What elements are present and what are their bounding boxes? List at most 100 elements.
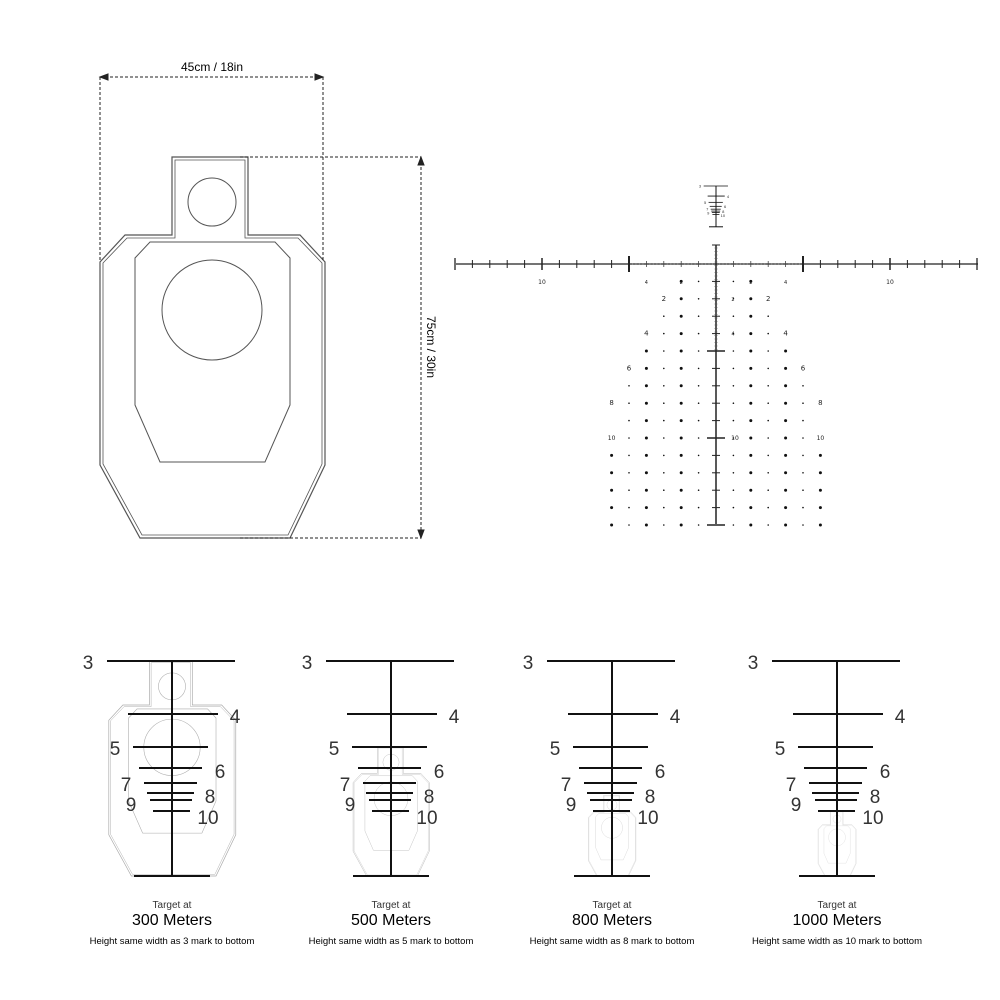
vertical-mil-label: 4 (731, 332, 734, 338)
holdover-dot (679, 384, 683, 388)
sub-tick-dot (642, 263, 644, 265)
holdover-dot (610, 523, 614, 527)
holdover-dot (749, 297, 753, 301)
holdover-dot (749, 488, 753, 492)
holdover-dot (749, 506, 753, 510)
holdover-dot (732, 402, 735, 405)
holdover-dot (697, 489, 700, 492)
holdover-dot (697, 280, 700, 283)
holdover-dot (767, 506, 769, 509)
holdover-dot (663, 385, 665, 387)
holdover-dot (628, 489, 630, 492)
stadia-label-4: 4 (727, 194, 730, 199)
sub-tick-dot (684, 263, 686, 265)
stadia-label-8: 8 (722, 209, 725, 214)
holdover-dot (784, 419, 788, 423)
holdover-dot (767, 367, 769, 370)
holdover-dot (802, 402, 804, 405)
holdover-dot (644, 506, 648, 510)
horizontal-mil-label: 4 (784, 280, 787, 286)
grid-row-label: 10 (817, 435, 825, 442)
horizontal-mil-label: 10 (538, 279, 546, 286)
holdover-dot (732, 419, 735, 422)
holdover-dot (802, 437, 804, 439)
holdover-dot (644, 523, 648, 527)
holdover-dot (732, 524, 735, 526)
stadia-label-6: 6 (880, 762, 891, 783)
holdover-dot (767, 419, 769, 422)
holdover-dot (784, 401, 788, 405)
stadia-label-7: 7 (706, 207, 709, 212)
grid-row-label: 8 (609, 399, 613, 407)
holdover-dot (784, 488, 788, 492)
holdover-dot (610, 488, 614, 492)
holdover-dot (697, 385, 700, 387)
stadia-label-9: 9 (707, 211, 710, 216)
holdover-dot (749, 453, 753, 457)
holdover-dot (644, 453, 648, 457)
holdover-dot (644, 349, 648, 353)
sub-tick-dot (764, 263, 766, 265)
holdover-dot (663, 472, 665, 474)
stadia-label-8: 8 (205, 787, 216, 808)
holdover-dot (628, 402, 630, 405)
holdover-dot (749, 419, 753, 423)
sub-tick-dot (798, 263, 801, 265)
holdover-dot (697, 367, 700, 370)
holdover-dot (818, 523, 822, 527)
sub-tick-dot (631, 263, 634, 265)
sub-tick-dot (788, 263, 790, 265)
holdover-dot (818, 506, 822, 510)
holdover-dot (732, 332, 735, 335)
holdover-dot (679, 332, 683, 336)
holdover-dot (818, 471, 822, 475)
sub-tick-dot (760, 263, 762, 265)
sub-tick-dot (687, 263, 689, 265)
width-dimension (98, 73, 325, 262)
vertical-mil-label: 10 (731, 435, 739, 442)
height-dimension (240, 155, 425, 540)
caption-distance: 800 Meters (571, 912, 653, 929)
holdover-dot (732, 385, 735, 387)
holdover-dot (663, 402, 665, 405)
holdover-dot (767, 437, 769, 439)
holdover-dot (784, 453, 788, 457)
holdover-dot (802, 454, 804, 457)
sub-tick-dot (691, 263, 693, 265)
holdover-dot (767, 315, 769, 318)
grid-row-label: 10 (608, 435, 616, 442)
sub-tick-dot (694, 263, 696, 265)
stadia-label-9: 9 (126, 795, 137, 816)
holdover-dot (628, 524, 630, 526)
holdover-dot (767, 402, 769, 405)
stadia-label-8: 8 (645, 787, 656, 808)
stadia-label-10: 10 (197, 808, 218, 829)
holdover-dot (679, 297, 683, 301)
holdover-dot (732, 437, 735, 439)
holdover-dot (679, 506, 683, 510)
holdover-dot (784, 349, 788, 353)
caption-distance: 300 Meters (131, 912, 213, 929)
stadia-label-4: 4 (230, 707, 241, 728)
stadia-label-5: 5 (704, 200, 707, 205)
caption-target-at: Target at (152, 900, 192, 911)
holdover-dot (767, 332, 769, 335)
stadia-label-3: 3 (302, 653, 313, 674)
holdover-dot (697, 506, 700, 509)
holdover-dot (663, 437, 665, 439)
holdover-dot (732, 454, 735, 457)
holdover-dot (663, 524, 665, 526)
holdover-dot (628, 472, 630, 474)
holdover-dot (644, 419, 648, 423)
holdover-dot (802, 506, 804, 509)
sub-tick-dot (791, 263, 794, 265)
stadia-label-4: 4 (895, 707, 906, 728)
width-label: 45cm / 18in (181, 60, 243, 74)
holdover-dot (732, 350, 735, 352)
sub-tick-dot (722, 263, 724, 265)
holdover-dot (732, 367, 735, 370)
